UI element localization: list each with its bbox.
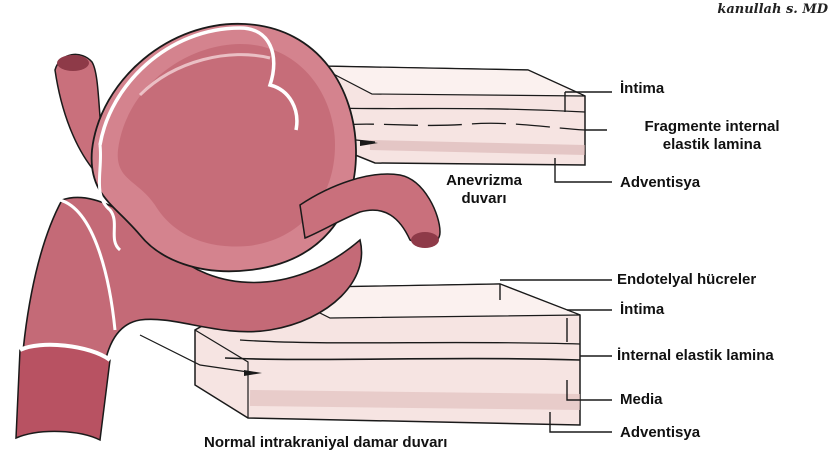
label-aneurysm-adventitia: Adventisya (620, 174, 700, 192)
label-internal-elastic-lamina: İnternal elastik lamina (617, 347, 774, 365)
label-normal-intima: İntima (620, 301, 664, 319)
aneurysm-wall-title: Anevrizma duvarı (424, 172, 544, 208)
normal-wall-title: Normal intrakraniyal damar duvarı (204, 434, 447, 452)
label-media: Media (620, 391, 663, 409)
label-aneurysm-intima: İntima (620, 80, 664, 98)
aneurysm-wall-block (318, 66, 585, 165)
label-normal-adventitia: Adventisya (620, 424, 700, 442)
author-signature: kanullah s. MD (717, 2, 828, 17)
label-endothelial-cells: Endotelyal hücreler (617, 271, 756, 289)
label-fragmented-iel-line1: Fragmente internal (612, 118, 812, 136)
label-fragmented-iel: Fragmente internal elastik lamina (612, 118, 812, 154)
aneurysm-wall-title-line1: Anevrizma (424, 172, 544, 190)
label-fragmented-iel-line2: elastik lamina (612, 136, 812, 154)
aneurysm-wall-title-line2: duvarı (424, 190, 544, 208)
